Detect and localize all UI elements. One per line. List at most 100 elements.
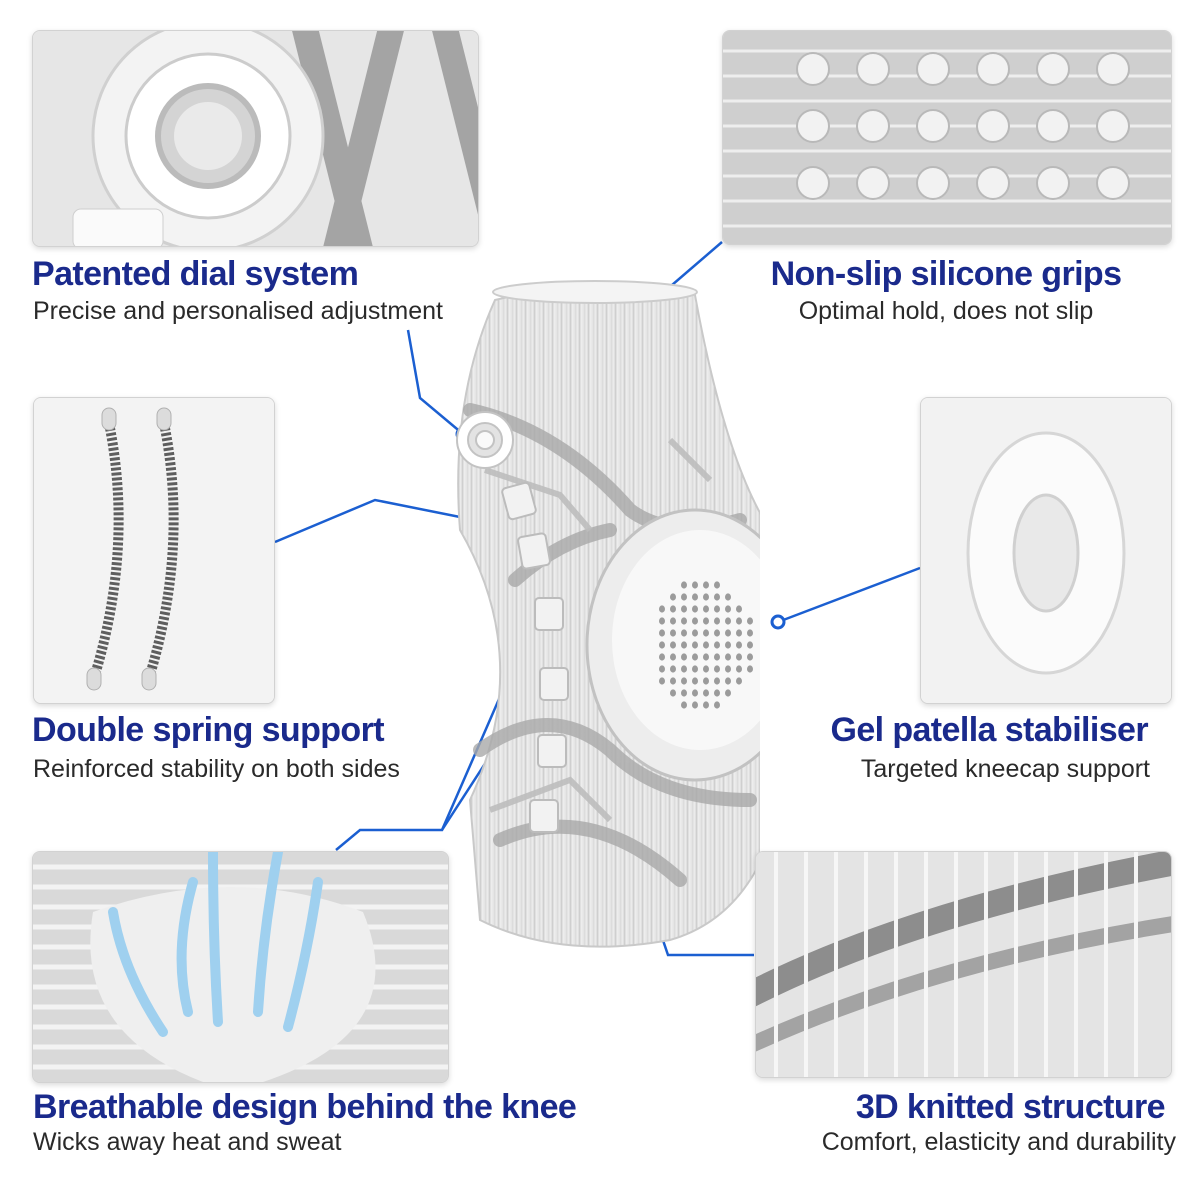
- perforation-hole: [703, 665, 709, 673]
- perforation-hole: [736, 605, 742, 613]
- dial-closeup-image: [32, 30, 479, 247]
- perforation-hole: [681, 677, 687, 685]
- perforation-hole: [659, 617, 665, 625]
- leader-gel: [777, 566, 921, 624]
- perforation-hole: [692, 677, 698, 685]
- perforation-hole: [714, 593, 720, 601]
- perforation-hole: [692, 689, 698, 697]
- perforation-hole: [703, 677, 709, 685]
- perforation-hole: [670, 629, 676, 637]
- perforation-hole: [670, 665, 676, 673]
- perforation-hole: [681, 617, 687, 625]
- perforation-hole: [725, 617, 731, 625]
- perforation-hole: [670, 653, 676, 661]
- perforation-hole: [747, 665, 753, 673]
- perforation-hole: [714, 653, 720, 661]
- perforation-hole: [692, 605, 698, 613]
- perforation-hole: [692, 593, 698, 601]
- perforation-hole: [659, 605, 665, 613]
- perforation-hole: [725, 689, 731, 697]
- perforation-hole: [714, 605, 720, 613]
- perforation-hole: [692, 665, 698, 673]
- perforation-hole: [703, 617, 709, 625]
- feature-title-knit: 3D knitted structure: [855, 1088, 1166, 1126]
- perforation-hole: [703, 605, 709, 613]
- perforation-hole: [670, 677, 676, 685]
- perforation-hole: [703, 629, 709, 637]
- perforation-hole: [681, 629, 687, 637]
- perforation-hole: [703, 593, 709, 601]
- perforation-hole: [670, 605, 676, 613]
- feature-subtitle-grips: Optimal hold, does not slip: [798, 297, 1094, 325]
- perforation-hole: [692, 581, 698, 589]
- perforation-hole: [725, 593, 731, 601]
- perforation-hole: [714, 629, 720, 637]
- gel-ring-image: [920, 397, 1172, 704]
- perforation-hole: [714, 665, 720, 673]
- perforation-hole: [681, 641, 687, 649]
- feature-subtitle-springs: Reinforced stability on both sides: [33, 755, 400, 783]
- perforation-hole: [659, 629, 665, 637]
- perforation-hole: [681, 665, 687, 673]
- perforation-hole: [681, 593, 687, 601]
- perforation-hole: [714, 677, 720, 685]
- perforation-hole: [725, 665, 731, 673]
- perforation-hole: [736, 665, 742, 673]
- perforation-hole: [670, 641, 676, 649]
- perforation-hole: [659, 665, 665, 673]
- perforation-hole: [703, 689, 709, 697]
- knit-texture-image: [755, 851, 1172, 1078]
- perforation-hole: [736, 629, 742, 637]
- breathable-mesh-image: [32, 851, 449, 1083]
- leader-dot: [770, 614, 786, 630]
- perforation-hole: [681, 581, 687, 589]
- perforation-hole: [659, 641, 665, 649]
- feature-title-dial: Patented dial system: [32, 255, 359, 293]
- feature-subtitle-dial: Precise and personalised adjustment: [33, 297, 443, 325]
- perforation-hole: [736, 641, 742, 649]
- perforation-hole: [703, 581, 709, 589]
- double-spring-image: [33, 397, 275, 704]
- perforation-hole: [659, 653, 665, 661]
- perforation-hole: [659, 677, 665, 685]
- perforation-hole: [747, 653, 753, 661]
- perforation-hole: [725, 629, 731, 637]
- feature-title-grips: Non-slip silicone grips: [770, 255, 1122, 293]
- perforation-hole: [703, 641, 709, 649]
- perforation-hole: [681, 653, 687, 661]
- perforation-hole: [714, 701, 720, 709]
- perforation-hole: [681, 701, 687, 709]
- perforation-hole: [725, 641, 731, 649]
- feature-subtitle-breathable: Wicks away heat and sweat: [33, 1128, 342, 1156]
- perforation-hole: [681, 605, 687, 613]
- silicone-grips-image: [722, 30, 1172, 245]
- perforation-hole: [736, 653, 742, 661]
- perforation-hole: [714, 581, 720, 589]
- perforation-hole: [703, 653, 709, 661]
- perforation-hole: [725, 677, 731, 685]
- perforation-hole: [703, 701, 709, 709]
- perforation-hole: [692, 629, 698, 637]
- perforation-hole: [692, 701, 698, 709]
- perforation-hole: [747, 617, 753, 625]
- perforation-hole: [725, 653, 731, 661]
- perforation-hole: [692, 641, 698, 649]
- perforation-hole: [692, 653, 698, 661]
- perforation-hole: [725, 605, 731, 613]
- feature-title-gel: Gel patella stabiliser: [830, 711, 1148, 749]
- perforation-hole: [736, 677, 742, 685]
- perforation-hole: [714, 617, 720, 625]
- feature-subtitle-knit: Comfort, elasticity and durability: [821, 1128, 1176, 1156]
- perforation-hole: [670, 617, 676, 625]
- perforation-hole: [736, 617, 742, 625]
- perforation-hole: [747, 641, 753, 649]
- perforation-hole: [692, 617, 698, 625]
- feature-subtitle-gel: Targeted kneecap support: [860, 755, 1150, 783]
- perforation-hole: [714, 689, 720, 697]
- perforation-hole: [670, 689, 676, 697]
- feature-title-springs: Double spring support: [32, 711, 385, 749]
- knee-sleeve-image: [456, 280, 760, 948]
- perforation-hole: [681, 689, 687, 697]
- perforation-hole: [714, 641, 720, 649]
- perforation-hole: [747, 629, 753, 637]
